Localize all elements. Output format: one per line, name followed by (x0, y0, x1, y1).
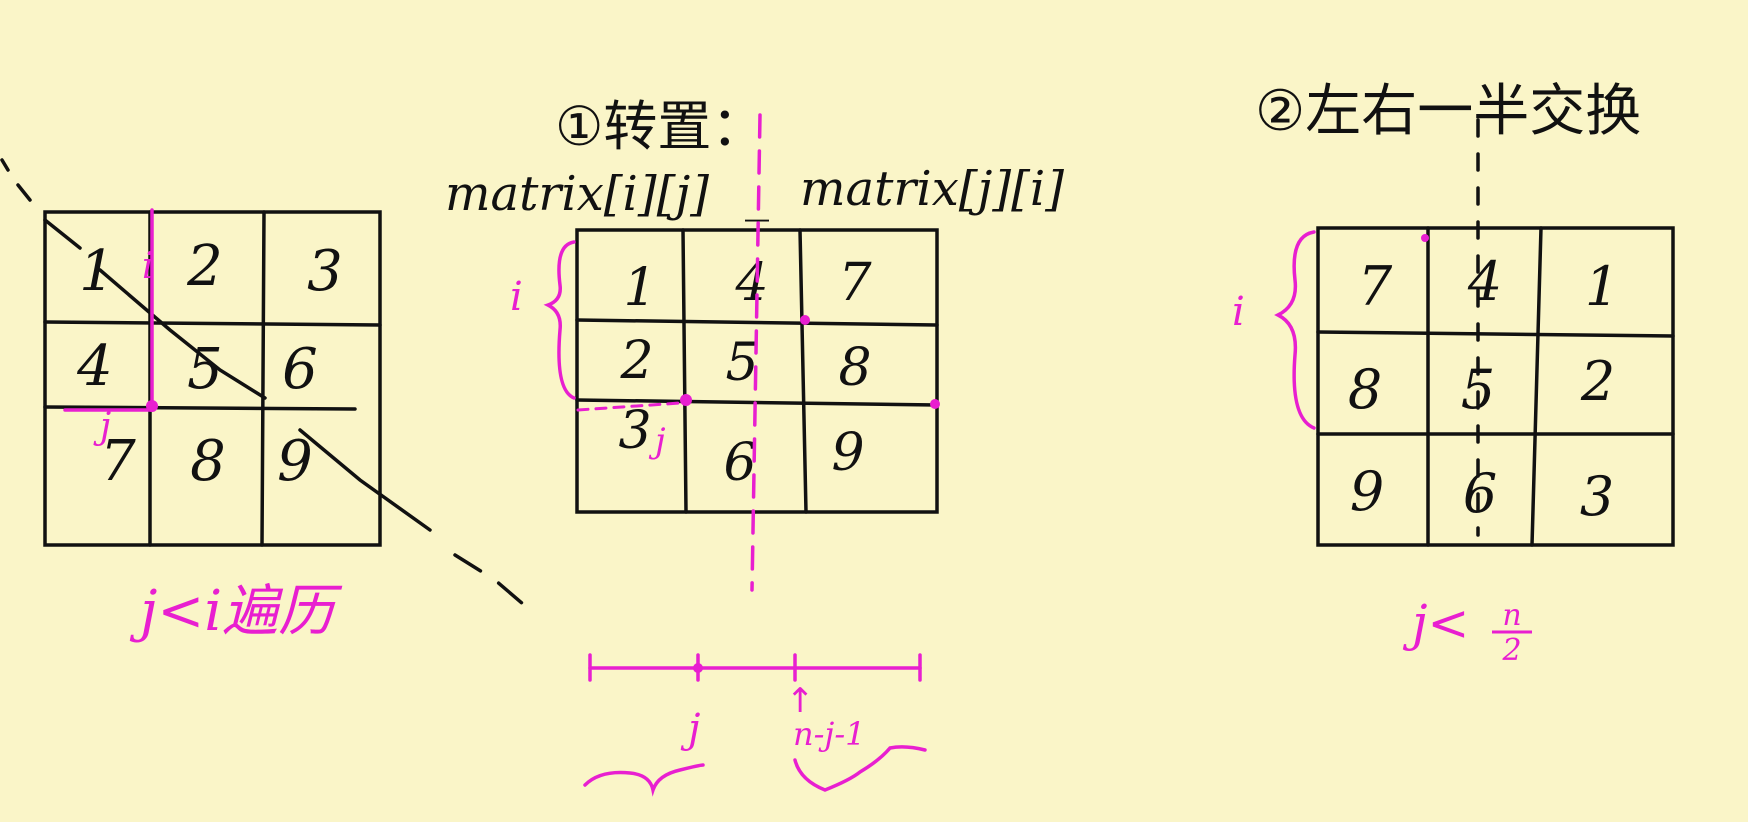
step1-title: ①转置： (555, 95, 765, 158)
number-line-arrow: ↑ (786, 681, 815, 721)
cell-t-0-0: 1 (623, 258, 656, 318)
cell-o-2-0: 7 (100, 429, 136, 494)
grid-swapped-hline-1 (1316, 330, 1675, 338)
grid-swapped-rule-prefix: j< (1402, 594, 1469, 652)
cell-o-2-1: 8 (190, 429, 226, 494)
cell-o-1-2: 6 (282, 337, 318, 402)
grid-swapped-brace-i (1274, 230, 1316, 430)
diagonal-tail (453, 553, 532, 612)
grid-transposed-center-line (750, 113, 762, 592)
number-line-brace-right (793, 745, 927, 792)
grid-transposed-row-marker (576, 401, 682, 412)
grid-swapped-vline-2 (1530, 226, 1543, 547)
grid-original-label-i: i (142, 246, 154, 287)
grid-original-hline-2 (43, 405, 357, 411)
cell-t-2-2: 9 (831, 423, 864, 483)
grid-transposed-point-c (930, 399, 940, 409)
diagonal-lower (298, 428, 432, 532)
cell-t-0-2: 7 (838, 253, 872, 313)
grid-original (43, 210, 382, 547)
grid-swapped (1316, 226, 1675, 547)
cell-s-2-2: 3 (1580, 465, 1614, 528)
grid-swapped-point (1421, 234, 1429, 242)
grid-original-rule: j<i遍历 (129, 579, 343, 644)
grid-swapped-cells: 7 4 1 8 5 2 9 6 3 (1348, 250, 1619, 528)
cell-s-0-0: 7 (1358, 255, 1393, 318)
cell-o-1-0: 4 (76, 334, 113, 399)
grid-transposed-brace-i (543, 240, 576, 400)
grid-original-label-j: j (93, 406, 111, 447)
number-line-label-j: j (680, 706, 700, 752)
grid-transposed-vline-2 (798, 228, 808, 514)
cell-s-2-1: 6 (1463, 462, 1497, 525)
cell-t-1-1: 5 (725, 333, 758, 393)
cell-o-0-0: 1 (79, 239, 115, 304)
cell-t-1-0: 2 (619, 331, 653, 391)
cell-o-0-2: 3 (307, 239, 343, 304)
grid-original-cells: 1 2 3 4 5 6 7 8 9 (76, 234, 343, 494)
cell-t-0-1: 4 (734, 253, 768, 313)
grid-original-diagonal (0, 158, 532, 612)
cell-s-1-2: 2 (1580, 350, 1615, 413)
cell-s-1-0: 8 (1348, 358, 1382, 421)
cell-o-0-1: 2 (186, 234, 223, 299)
cell-s-2-0: 9 (1350, 460, 1384, 523)
grid-transposed-cells: 1 4 7 2 5 8 3 6 9 (618, 253, 872, 493)
grid-transposed-hline-2 (575, 398, 939, 407)
grid-transposed-vline-1 (681, 228, 688, 514)
grid-transposed-point-b (800, 315, 810, 325)
grid-original-vline-2 (260, 210, 266, 547)
grid-swapped-rule-den: 2 (1501, 633, 1521, 668)
cell-s-0-1: 4 (1467, 250, 1502, 313)
number-line-point-j (693, 663, 703, 673)
cell-t-1-2: 8 (838, 338, 871, 398)
step2-title: ②左右一半交换 (1255, 79, 1641, 144)
cell-t-2-0: 3 (618, 401, 651, 461)
grid-original-markers (63, 208, 154, 412)
grid-swapped-frame (1316, 226, 1675, 547)
number-line-brace-left (583, 763, 705, 797)
number-line-label-mirror: n-j-1 (793, 715, 866, 753)
number-line (583, 653, 927, 797)
cell-s-0-2: 1 (1585, 255, 1619, 318)
grid-transposed-label-i: i (510, 274, 523, 320)
grid-original-frame (43, 210, 382, 547)
grid-original-hline-1 (43, 320, 382, 327)
diagonal-upper (0, 158, 267, 400)
step1-formula-left: matrix[i][j] (445, 166, 709, 222)
cell-o-2-2: 9 (277, 429, 313, 494)
cell-t-2-1: 6 (723, 433, 756, 493)
grid-transposed-point-a (680, 394, 692, 406)
marker-point (146, 400, 158, 412)
step1-formula-right: matrix[j][i] (800, 161, 1064, 217)
grid-swapped-label-i: i (1232, 289, 1245, 335)
grid-swapped-rule-num: n (1502, 598, 1521, 633)
grid-transposed-hline-1 (575, 318, 939, 327)
